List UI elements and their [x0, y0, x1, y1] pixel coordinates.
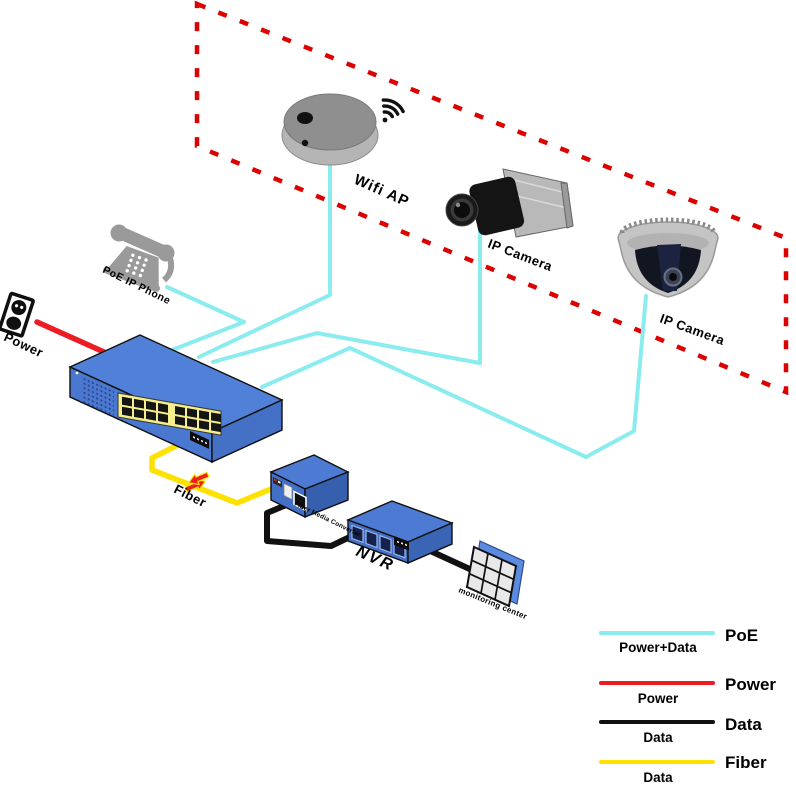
- power-cable: [34, 319, 107, 355]
- fiber-arrows-icon: [184, 471, 210, 493]
- nvr-ports: [351, 524, 406, 559]
- poe-cable-phone: [165, 285, 246, 352]
- poe-ip-phone-icon: [103, 224, 175, 292]
- poe-cable-wifi-ap: [197, 164, 332, 359]
- dome-camera-label: IP Camera: [658, 311, 727, 348]
- converter-ports: [273, 476, 307, 512]
- nvr-icon: [346, 500, 454, 565]
- poe-switch-icon: [68, 334, 284, 464]
- switch-vents: [83, 377, 114, 416]
- box-camera-label: IP Camera: [486, 236, 555, 274]
- wifi-signal-icon: [381, 98, 405, 123]
- switch-fiber-port: [190, 431, 209, 449]
- poe-cable-box-camera: [211, 230, 482, 365]
- monitoring-center-icon: [465, 540, 525, 608]
- switch-led: [75, 371, 79, 375]
- legend-caption-power: Power: [638, 691, 679, 706]
- monitor-grid: [468, 553, 515, 600]
- legend-label-power: Power: [725, 675, 776, 694]
- switch-port-block: [117, 392, 222, 436]
- legend-label-data: Data: [725, 715, 762, 734]
- legend-caption-poe: Power+Data: [619, 640, 697, 655]
- data-cable-converter-nvr: [264, 495, 359, 549]
- legend-label-poe: PoE: [725, 626, 758, 645]
- power-outlet-icon: [0, 291, 35, 338]
- legend: Power+Data PoE Power Power Data Data Dat…: [599, 626, 776, 785]
- nvr-rear-port: [394, 536, 409, 551]
- fiber-cable: [149, 433, 274, 506]
- coverage-boundary-dashed: [194, 0, 789, 396]
- wifi-ap-icon: [281, 93, 379, 166]
- fiber-media-converter-icon: [269, 454, 350, 519]
- wifi-ap-label: Wifi AP: [351, 171, 412, 210]
- poe-cable-dome-camera: [260, 294, 648, 459]
- legend-label-fiber: Fiber: [725, 753, 767, 772]
- poe-cables: [165, 164, 648, 459]
- legend-caption-fiber: Data: [643, 770, 673, 785]
- dome-ip-camera-icon: [617, 217, 719, 298]
- box-ip-camera-icon: [445, 168, 574, 238]
- legend-caption-data: Data: [643, 730, 673, 745]
